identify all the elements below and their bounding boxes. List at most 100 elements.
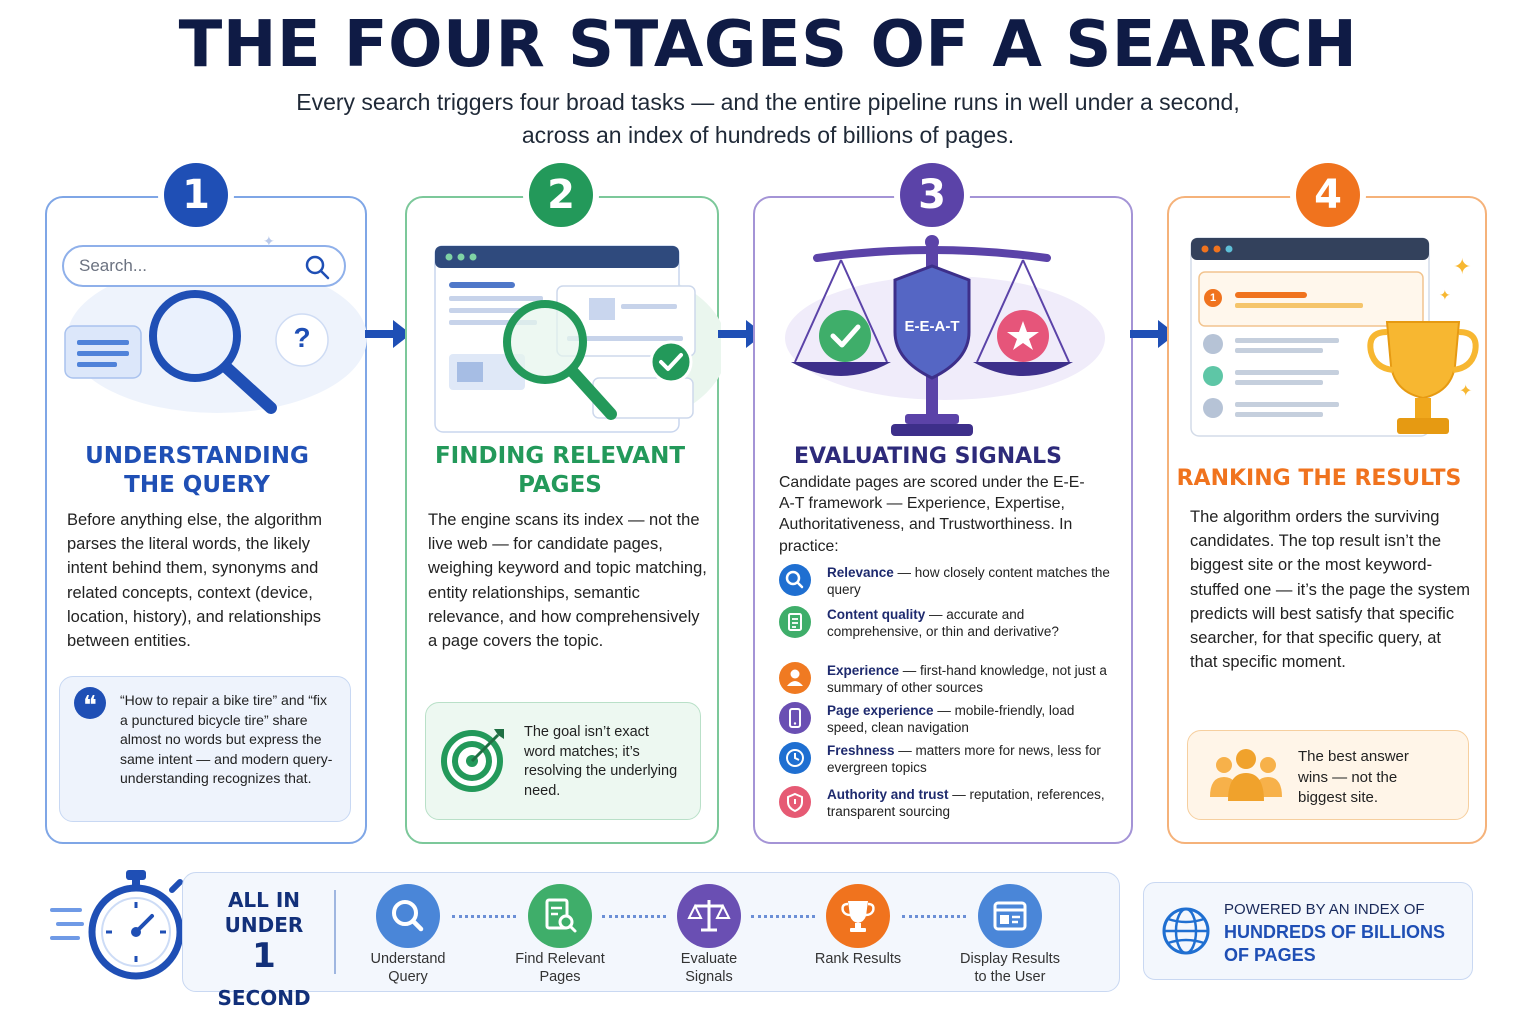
svg-text:✦: ✦ — [1459, 381, 1472, 400]
globe-icon — [1162, 907, 1210, 955]
timer-big-number: 1 — [252, 936, 276, 976]
subtitle-line-2: across an index of hundreds of billions … — [521, 122, 1015, 148]
index-line-3: OF PAGES — [1224, 945, 1316, 965]
pipeline-step-display-results — [978, 884, 1042, 948]
signal-content-quality: Content quality — accurate and comprehen… — [779, 606, 1109, 658]
pipeline-label-line-2: Signals — [685, 969, 733, 985]
pipeline-label: Understand Query — [348, 950, 468, 986]
timer-line-3: 1 SECOND — [212, 938, 316, 1018]
browser-icon — [993, 901, 1027, 931]
signal-desc: — first-hand knowledge, not just a summa… — [827, 663, 1107, 695]
signal-name: Page experience — [827, 703, 934, 718]
pipeline-connector — [452, 915, 516, 918]
stage-4-note-text: The best answer wins — not the biggest s… — [1298, 748, 1409, 806]
signal-text: Content quality — accurate and comprehen… — [827, 606, 1117, 640]
pipeline-label-line-2: Pages — [539, 969, 581, 985]
pipeline-label-line-1: Display Results — [960, 951, 1060, 967]
stage-1-heading-line-1: UNDERSTANDING — [85, 443, 309, 469]
arrow-right-icon — [365, 320, 411, 348]
signal-relevance: Relevance — how closely content matches … — [779, 564, 1110, 600]
signal-freshness: Freshness — matters more for news, less … — [779, 742, 1109, 778]
index-line-1: POWERED BY AN INDEX OF — [1224, 901, 1425, 918]
signal-text: Freshness — matters more for news, less … — [827, 742, 1117, 776]
signal-name: Freshness — [827, 743, 895, 758]
document-search-icon — [545, 898, 577, 933]
page-subtitle: Every search triggers four broad tasks —… — [200, 86, 1336, 152]
svg-text:✦: ✦ — [1439, 288, 1451, 304]
timer-label: ALL IN UNDER 1 SECOND — [212, 888, 316, 1018]
stage-4-note: The best answer wins — not the biggest s… — [1187, 730, 1469, 820]
stage-3-heading: EVALUATING SIGNALS — [793, 444, 1063, 469]
signal-name: Experience — [827, 663, 900, 678]
clock-icon — [779, 742, 811, 774]
quote-icon: ❝ — [74, 687, 106, 720]
stage-4-body: The algorithm orders the surviving candi… — [1190, 508, 1471, 672]
signal-desc: — reputation, references, transparent so… — [827, 787, 1105, 819]
pipeline-step-rank-results — [826, 884, 890, 948]
stage-3-number: 3 — [900, 163, 964, 227]
signal-experience: Experience — first-hand knowledge, not j… — [779, 662, 1109, 698]
question-icon: ? — [293, 322, 311, 353]
shield-icon — [779, 786, 811, 818]
stage-1-heading: UNDERSTANDING THE QUERY — [47, 442, 347, 500]
document-icon — [779, 606, 811, 638]
pipeline-label-line-1: Find Relevant — [515, 951, 605, 967]
trophy-icon — [841, 901, 875, 932]
stage-2-number: 2 — [529, 163, 593, 227]
signal-page-experience: Page experience — mobile-friendly, load … — [779, 702, 1109, 738]
search-icon — [392, 900, 424, 932]
signal-name: Relevance — [827, 565, 894, 580]
stage-1-heading-line-2: THE QUERY — [124, 472, 270, 498]
mobile-icon — [779, 702, 811, 734]
timer-line-1: ALL IN — [227, 888, 301, 912]
signal-text: Page experience — mobile-friendly, load … — [827, 702, 1117, 736]
pipeline-label: Evaluate Signals — [649, 950, 769, 986]
stage-2-heading-line-1: FINDING RELEVANT — [434, 443, 686, 469]
signal-desc: — how closely content matches the query — [827, 565, 1110, 597]
pipeline-label: Rank Results — [798, 950, 918, 968]
timer-divider — [334, 890, 336, 974]
pipeline-label-line-2: to the User — [974, 969, 1046, 985]
signal-text: Relevance — how closely content matches … — [827, 564, 1117, 598]
query-illustration: ✦ — [62, 234, 367, 414]
signal-name: Authority and trust — [827, 787, 949, 802]
signal-name: Content quality — [827, 607, 926, 622]
person-icon — [779, 662, 811, 694]
pipeline-step-find-relevant-pages — [528, 884, 592, 948]
quote-mark: ❝ — [83, 690, 97, 720]
index-box: POWERED BY AN INDEX OF HUNDREDS OF BILLI… — [1143, 882, 1473, 980]
subtitle-line-1: Every search triggers four broad tasks —… — [296, 89, 1240, 115]
stage-2-heading: FINDING RELEVANT PAGES — [407, 442, 713, 500]
pipeline-step-evaluate-signals — [677, 884, 741, 948]
scale-icon — [687, 900, 731, 932]
signal-desc: — matters more for news, less for evergr… — [827, 743, 1101, 775]
signal-text: Experience — first-hand knowledge, not j… — [827, 662, 1117, 696]
pipeline-panel — [182, 872, 1120, 992]
target-icon — [441, 729, 504, 792]
stage-1-note: ❝ “How to repair a bike tire” and “fix a… — [59, 676, 351, 822]
rank-one-badge: 1 — [1209, 292, 1217, 304]
stage-4-heading: RANKING THE RESULTS — [1176, 466, 1462, 491]
people-icon — [1210, 749, 1282, 801]
stage-3-card: 3 E-E-A-T EVALUATING SIGNALS Candidate p… — [753, 163, 1133, 844]
index-line-2: HUNDREDS OF BILLIONS — [1224, 922, 1446, 942]
timer-line-2: UNDER — [224, 913, 304, 937]
signal-text: Authority and trust — reputation, refere… — [827, 786, 1117, 820]
timer-unit: SECOND — [217, 986, 311, 1010]
pipeline-label-line-1: Evaluate — [680, 951, 738, 967]
scale-illustration — [785, 235, 1105, 436]
eeat-shield-text: E-E-A-T — [904, 318, 960, 335]
search-icon — [779, 564, 811, 596]
search-input[interactable]: Search... — [79, 256, 148, 275]
pipeline-connector — [751, 915, 815, 918]
stage-2-note-text: The goal isn’t exact word matches; it’s … — [524, 724, 678, 799]
signal-desc: — accurate and comprehensive, or thin an… — [827, 607, 1059, 639]
stage-2-heading-line-2: PAGES — [518, 472, 602, 498]
pipeline-label-line-1: Understand — [370, 951, 446, 967]
stage-4-number: 4 — [1296, 163, 1360, 227]
pipeline-connector — [602, 915, 666, 918]
stage-2-note: The goal isn’t exact word matches; it’s … — [425, 702, 701, 820]
stage-1-number: 1 — [164, 163, 228, 227]
stage-1-body: Before anything else, the algorithm pars… — [67, 511, 322, 651]
ranking-illustration: ✦ ✦ ✦ — [1190, 237, 1479, 437]
